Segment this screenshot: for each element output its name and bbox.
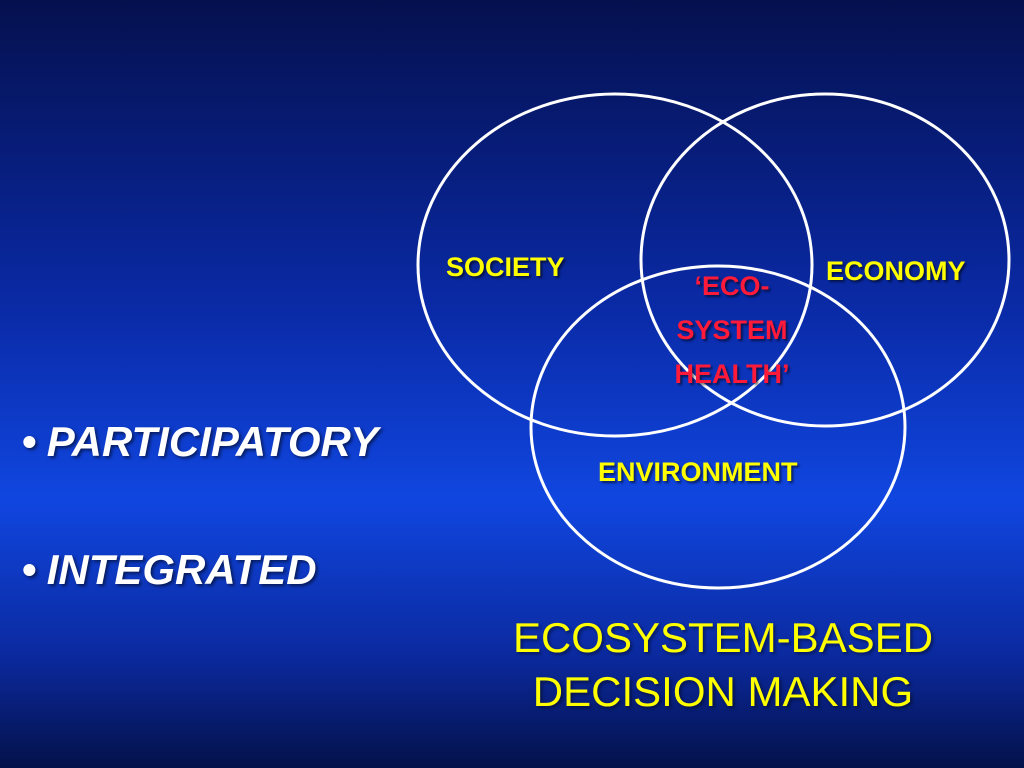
economy-label: ECONOMY <box>826 256 966 286</box>
bullet-integrated-text: INTEGRATED <box>46 546 317 593</box>
bullet-dot-icon: • <box>22 546 37 593</box>
ecosystem-health-line-2: SYSTEM <box>676 315 788 345</box>
footer-title-line-1: ECOSYSTEM-BASED <box>512 614 934 661</box>
society-label: SOCIETY <box>446 252 565 282</box>
environment-label: ENVIRONMENT <box>598 457 798 487</box>
ecosystem-health-line-1: ‘ECO- <box>694 271 770 301</box>
footer-title: ECOSYSTEM-BASED DECISION MAKING <box>436 611 1010 719</box>
bullet-list: •PARTICIPATORY •INTEGRATED <box>22 418 378 674</box>
ecosystem-health-label: ‘ECO- SYSTEM HEALTH’ <box>647 264 817 396</box>
ecosystem-health-line-3: HEALTH’ <box>674 359 790 389</box>
footer-title-line-2: DECISION MAKING <box>532 668 914 715</box>
bullet-dot-icon: • <box>22 418 37 465</box>
bullet-participatory-text: PARTICIPATORY <box>46 418 379 465</box>
bullet-integrated: •INTEGRATED <box>22 546 378 674</box>
economy-circle <box>639 92 1011 428</box>
bullet-participatory: •PARTICIPATORY <box>22 418 378 546</box>
environment-circle <box>529 264 907 590</box>
society-circle <box>416 92 814 438</box>
